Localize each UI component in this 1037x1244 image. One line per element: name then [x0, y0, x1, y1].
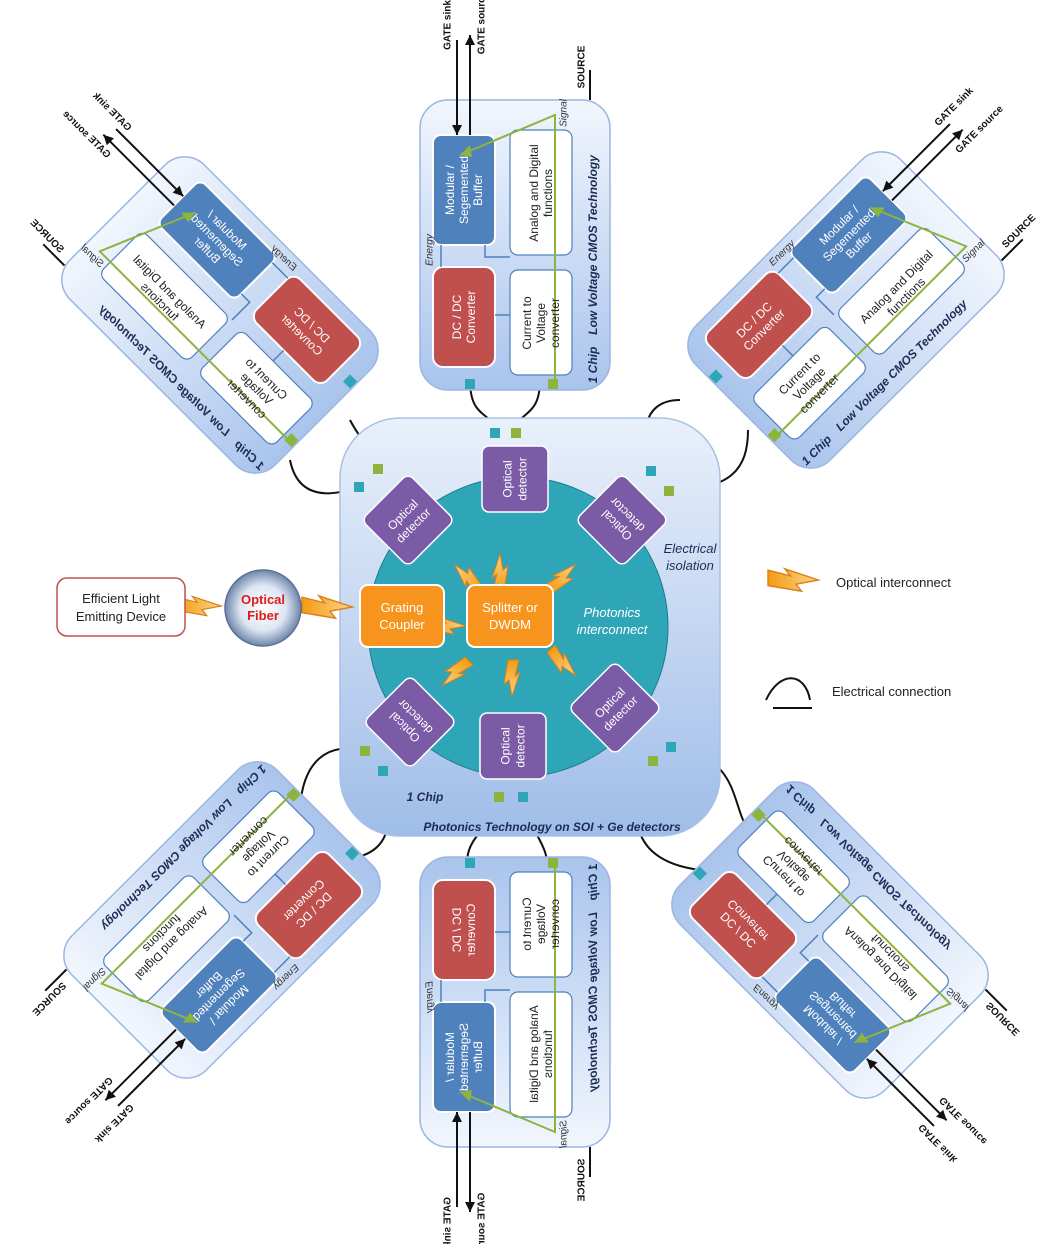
dcdc-label-line-2: Converter — [464, 291, 478, 344]
source-label: SOURCE — [30, 979, 68, 1017]
light-device-label-1: Efficient Light — [82, 591, 160, 606]
optical-fiber-label-2: Fiber — [247, 608, 279, 623]
grating-coupler-label-2: Coupler — [379, 617, 425, 632]
splitter-label-2: DWDM — [489, 617, 531, 632]
source-label: SOURCE — [984, 999, 1022, 1037]
splitter-dwdm: Splitter or DWDM — [466, 584, 554, 648]
buffer-label-line-2: Segemented — [457, 1023, 471, 1091]
ctv-label-line-2: Voltage — [534, 904, 548, 944]
splitter-label-1: Splitter or — [482, 600, 538, 615]
optical-fiber: Optical Fiber — [224, 569, 302, 647]
electrical-isolation-label-1: Electrical — [664, 541, 718, 556]
gate-sink-label: GATE sink — [92, 1101, 135, 1144]
energy-label: Energy — [425, 233, 436, 266]
dcdc-label-line-1: DC / DC — [450, 294, 464, 339]
signal-label: Signal — [559, 98, 570, 127]
ctv-label-line-3: converter — [548, 298, 562, 348]
buffer-label-line-3: Buffer — [471, 174, 485, 206]
source-label: SOURCE — [28, 217, 66, 255]
gate-sink-label: GATE sink — [443, 0, 454, 50]
ctv-label-line-1: Current to — [520, 897, 534, 951]
legend: Optical interconnect Electrical connecti… — [765, 568, 951, 709]
optical-detector-label-line-1: Optical — [499, 727, 513, 764]
optical-fiber-label-1: Optical — [241, 592, 285, 607]
photonics-interconnect-label-2: interconnect — [577, 622, 649, 637]
gate-source-label: GATE source — [477, 0, 488, 54]
photonics-interconnect-label-1: Photonics — [583, 605, 641, 620]
center-chip-label: 1 Chip — [407, 790, 444, 804]
optical-detector-label-line-1: Optical — [501, 460, 515, 497]
gate-sink-label: GATE sink — [933, 85, 976, 128]
light-emitting-device: Efficient Light Emitting Device — [56, 577, 186, 637]
gate-sink-label: GATE sink — [917, 1121, 960, 1164]
dcdc-label-line-2: Converter — [464, 904, 478, 957]
analog-digital-label-line-1: Analog and Digital — [527, 144, 541, 241]
optical-detector-label-line-2: detector — [516, 457, 530, 500]
module-chip-label: 1 Chip — [586, 864, 600, 901]
photonics-tech-label: Photonics Technology on SOI + Ge detecto… — [423, 820, 681, 834]
analog-digital-label-line-1: Analog and Digital — [527, 1005, 541, 1102]
dcdc-label-line-1: DC / DC — [450, 908, 464, 953]
analog-digital-label-line-2: functions — [541, 1030, 555, 1078]
ctv-label-line-3: converter — [548, 899, 562, 949]
connector-pads — [354, 428, 676, 802]
buffer-label-line-1: Modular / — [443, 164, 457, 215]
electrical-isolation-label-2: isolation — [666, 558, 714, 573]
buffer-label-line-1: Modular / — [443, 1032, 457, 1083]
ctv-label-line-2: Voltage — [534, 303, 548, 343]
gate-sink-label: GATE sink — [90, 90, 133, 133]
analog-digital-label-line-2: functions — [541, 169, 555, 217]
module-chip-label: 1 Chip — [586, 347, 600, 384]
legend-electrical-label: Electrical connection — [832, 684, 951, 699]
signal-label: Signal — [559, 1120, 570, 1149]
light-device-label-2: Emitting Device — [76, 609, 166, 624]
legend-optical-label: Optical interconnect — [836, 575, 951, 590]
cmos-tech-label: Low Voltage CMOS Technology — [586, 154, 600, 335]
buffer-label-line-2: Segemented — [457, 156, 471, 224]
optical-detector-label-line-2: detector — [514, 724, 528, 767]
buffer-label-line-3: Buffer — [471, 1041, 485, 1073]
source-label: SOURCE — [577, 45, 588, 88]
gate-source-label: GATE source — [477, 1193, 488, 1244]
source-label: SOURCE — [577, 1159, 588, 1202]
ctv-label-line-1: Current to — [520, 296, 534, 350]
cmos-tech-label: Low Voltage CMOS Technology — [586, 912, 600, 1093]
grating-coupler-label-1: Grating — [381, 600, 424, 615]
energy-label: Energy — [425, 981, 436, 1014]
gate-sink-label: GATE sink — [443, 1197, 454, 1244]
grating-coupler: Grating Coupler — [359, 584, 445, 648]
